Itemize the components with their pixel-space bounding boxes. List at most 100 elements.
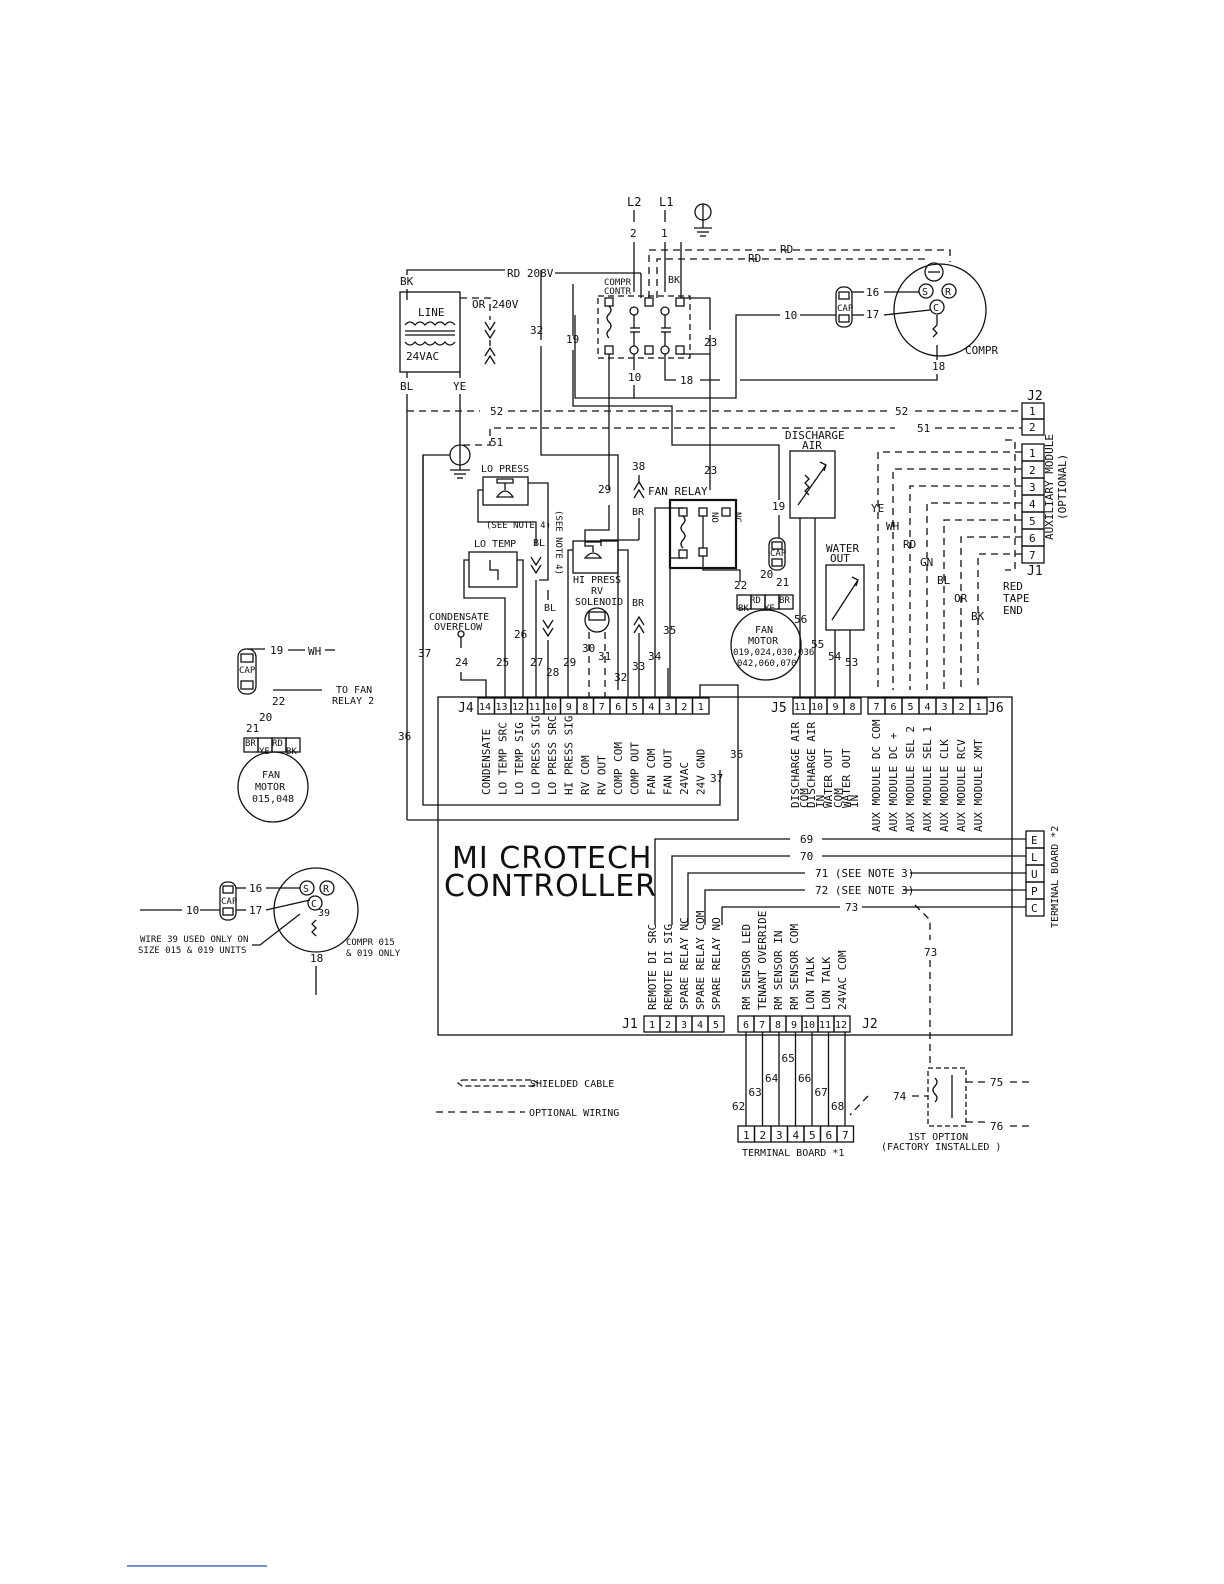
wire-30: 30 <box>582 642 595 655</box>
lo-press-switch: LO PRESS (SEE NOTE 4) BL (SEE NOTE 4) BL <box>477 464 563 668</box>
aux-wire-color: GN <box>920 556 933 569</box>
wire-19: 19 <box>772 500 785 513</box>
left-fan-w21: 21 <box>246 722 259 735</box>
aux-module-optional: (OPTIONAL) <box>1056 454 1069 520</box>
j4-pin-label: 10 <box>545 702 557 713</box>
controller-title-1: MI CROTECH <box>452 841 652 876</box>
wire-19-top: 19 <box>566 333 579 346</box>
aux-module-label: AUXILIARY MODULE <box>1043 434 1056 540</box>
j4-pin-label: 13 <box>496 702 508 713</box>
j4-pin-label: 6 <box>615 702 621 713</box>
fan-ye: YE <box>764 604 775 614</box>
rd-wire-b: RD <box>748 252 761 265</box>
j4-pin-label: 11 <box>529 702 541 713</box>
red-tape-2: TAPE <box>1003 592 1030 605</box>
left-fan-w20: 20 <box>259 711 272 724</box>
wire-31: 31 <box>598 650 611 663</box>
bj1-signal: REMOTE DI SRC <box>646 924 659 1010</box>
wire-2-label: 2 <box>630 227 637 240</box>
j5-signal: WATER OUT <box>822 748 835 808</box>
left-fan-label: FAN <box>262 770 280 781</box>
j4-signal: LO PRESS SIG <box>530 716 543 795</box>
br-1: BR <box>632 507 645 518</box>
j2-top-label: J2 <box>1027 389 1043 404</box>
j5-signal: IN <box>814 795 827 808</box>
wire-34: 34 <box>648 650 662 663</box>
compr-w16: 16 <box>866 286 879 299</box>
aux-pin-label: 6 <box>1029 532 1036 545</box>
tb2-wire <box>654 838 790 925</box>
left-fan-motor: CAP 19 WH TO FAN RELAY 2 22 20 21 BR YE … <box>237 644 374 823</box>
wire-1-label: 1 <box>661 227 668 240</box>
bj2-pin-box <box>833 1015 851 1033</box>
wire-35: 35 <box>663 624 676 637</box>
wire-10-b: 10 <box>628 371 641 384</box>
bj1-signal: REMOTE DI SIG <box>662 924 675 1010</box>
j6-label: J6 <box>988 701 1004 716</box>
j6-pin-label: 6 <box>891 702 897 713</box>
lo-temp-label: LO TEMP <box>474 539 516 550</box>
rv-solenoid-label: SOLENOID <box>575 597 623 608</box>
wire-36-b: 36 <box>730 748 743 761</box>
bj2-pin-label: 8 <box>775 1020 781 1031</box>
left-bk: BK <box>286 747 297 757</box>
wire-29: 29 <box>563 656 576 669</box>
left-br: BR <box>245 739 256 749</box>
j2-pin-2: 2 <box>1029 421 1036 434</box>
wire-55: 55 <box>811 638 824 651</box>
transformer-ye: YE <box>453 380 466 393</box>
tb2-pin-label: U <box>1031 868 1038 881</box>
left-compr-label-1: COMPR 015 <box>346 938 395 948</box>
j6-pin-label: 1 <box>976 702 982 713</box>
bj2-pin-label: 7 <box>759 1020 765 1031</box>
j4-pin-label: 7 <box>599 702 605 713</box>
hi-press-switch: 29 HI PRESS <box>567 483 629 668</box>
j4-signal: LO TEMP SIG <box>513 722 526 795</box>
j6-signal: AUX MODULE XMT <box>972 739 985 832</box>
aux-wire <box>877 451 1022 690</box>
j4-pin-label: 14 <box>479 702 491 713</box>
left-compr-s: S <box>303 884 309 895</box>
controller-title-2: CONTROLLER <box>444 869 657 904</box>
tb2-pin-label: E <box>1031 834 1038 847</box>
tb1-wire-label: 64 <box>765 1072 779 1085</box>
wire-38: 38 <box>632 460 645 473</box>
j1-right-label: J1 <box>1027 564 1043 579</box>
bj2-signal: TENANT OVERRIDE <box>756 911 769 1010</box>
option-w73: 73 <box>924 946 937 959</box>
tb2-wire-label: 72 (SEE NOTE 3) <box>815 884 914 897</box>
wire-21: 21 <box>776 576 789 589</box>
j6-pin-label: 3 <box>942 702 948 713</box>
bottom-j2-label: J2 <box>862 1017 878 1032</box>
discharge-label: DISCHARGE <box>785 429 845 442</box>
tb2-pin-label: C <box>1031 902 1038 915</box>
l1-label: L1 <box>659 195 673 209</box>
compressor: S R C COMPR 18 CAP 16 17 10 <box>574 262 998 399</box>
aux-pin-label: 3 <box>1029 481 1036 494</box>
tb1-wire-label: 68 <box>831 1100 844 1113</box>
tb1-wire-label: 67 <box>815 1086 828 1099</box>
bk-label: BK <box>668 275 680 286</box>
see-note-4-a: (SEE NOTE 4) <box>486 521 551 531</box>
contactor-label-2: CONTR <box>604 287 632 297</box>
left-fan-model: 015,048 <box>252 794 294 805</box>
rv-solenoid: RV SOLENOID 30 31 <box>575 586 623 697</box>
aux-wire <box>943 519 1022 690</box>
j4-signal: RV COM <box>579 755 592 795</box>
wire-26: 26 <box>514 628 527 641</box>
j5-pin-box <box>843 697 862 715</box>
j5-signal: WATER OUT <box>840 748 853 808</box>
fan-relay-label: FAN RELAY <box>648 485 708 498</box>
j4-label: J4 <box>458 701 474 716</box>
tb2-pin-label: L <box>1031 851 1038 864</box>
j6-signal: AUX MODULE SEL 2 <box>904 726 917 832</box>
bj2-pin-label: 6 <box>743 1020 749 1031</box>
aux-wire <box>977 553 1022 690</box>
left-compr-w39: 39 <box>318 908 330 919</box>
j4-signal: LO TEMP SRC <box>497 722 510 795</box>
j4-pin-label: 5 <box>632 702 638 713</box>
j6-signal: AUX MODULE DC COM <box>870 719 883 832</box>
left-compr-w17: 17 <box>249 904 262 917</box>
